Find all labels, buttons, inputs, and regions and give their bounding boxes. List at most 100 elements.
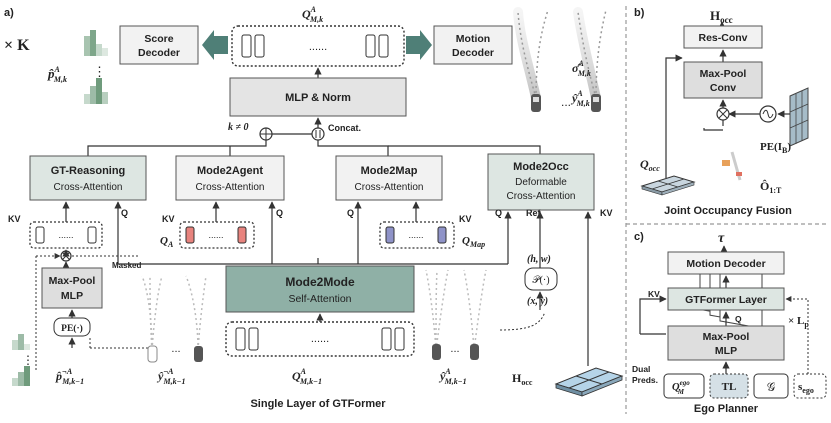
mode2mode-sub: Self-Attention — [288, 293, 351, 305]
motion-decoder-label-1: Motion — [456, 33, 490, 45]
agent-tokens-dots: ...... — [208, 230, 223, 240]
mode2occ-sub-2: Cross-Attention — [507, 191, 576, 202]
mode2map-title: Mode2Map — [361, 165, 418, 177]
motion-decoder-label-2: Decoder — [452, 47, 494, 59]
masked-score-histogram-top — [12, 334, 30, 350]
panel-b-caption: Joint Occupancy Fusion — [664, 205, 792, 217]
p-func-box — [524, 267, 558, 291]
max-pool-mlp-label-1: Max-Pool — [49, 275, 96, 287]
q-occ-grid — [640, 175, 696, 196]
occupancy-grid-a — [554, 367, 624, 397]
gt-kv-dots: ...... — [58, 230, 73, 240]
agent-q-label: Q — [276, 208, 283, 218]
pe-ib-label: PE(IB) — [760, 141, 791, 155]
vdots-score: ⋮ — [93, 64, 106, 79]
masked-label: Masked — [112, 261, 141, 270]
ego-motion-decoder-box — [667, 251, 785, 275]
q-m-ego-box — [663, 373, 705, 399]
motion-decoder-box — [433, 25, 513, 65]
res-conv-box — [683, 25, 763, 49]
mode2agent-title: Mode2Agent — [197, 165, 263, 177]
gtformer-layer-label: GTFormer Layer — [685, 294, 767, 306]
arrow-to-score-decoder — [202, 30, 228, 60]
mode2map-sub: Cross-Attention — [355, 182, 424, 193]
map-tokens-dots: ...... — [408, 230, 423, 240]
agent-tokens — [179, 221, 255, 249]
mode2mode-box — [225, 265, 415, 313]
max-pool-conv-box — [683, 61, 763, 99]
h-occ-label-b: Hocc — [710, 8, 733, 25]
occ-ref-label: Ref — [526, 208, 542, 218]
g-box — [753, 373, 789, 399]
ego-max-pool-mlp-box — [667, 325, 785, 361]
q-map-label: QMap — [462, 235, 485, 249]
mlp-norm-label: MLP & Norm — [285, 92, 351, 104]
gt-reasoning-title: GT-Reasoning — [51, 165, 126, 177]
max-pool-mlp-label-2: MLP — [61, 290, 83, 302]
previous-trajectories — [425, 269, 487, 360]
mode2agent-box — [175, 155, 285, 201]
p-func-label: 𝒫(·) — [532, 275, 549, 286]
ego-max-pool-mlp-label-1: Max-Pool — [703, 331, 750, 343]
times-lp-label: × Lp — [788, 315, 809, 329]
q-a-label: QA — [160, 235, 174, 249]
ego-max-pool-mlp-label-2: MLP — [715, 345, 737, 357]
traj-ellipsis-top: ... — [561, 95, 571, 109]
predicted-trajectories-top — [513, 7, 607, 112]
tau-label: τ — [718, 231, 725, 246]
masked-score-histogram-bottom — [12, 366, 30, 386]
ego-kv-label: KV — [648, 289, 660, 299]
score-decoder-box — [119, 25, 199, 65]
mlp-norm-box — [229, 77, 407, 117]
arrow-to-motion-decoder — [406, 30, 432, 60]
agent-kv-label: KV — [162, 214, 175, 224]
mode2mode-title: Mode2Mode — [285, 275, 355, 289]
max-pool-mlp-box — [41, 267, 103, 309]
bev-image-stack — [789, 87, 809, 147]
ego-q-label: Q — [735, 314, 742, 324]
map-kv-label: KV — [459, 214, 472, 224]
query-prev-dots: ...... — [311, 333, 329, 345]
concat-label: Concat. — [328, 123, 361, 133]
s-ego-box — [793, 373, 827, 399]
map-q-label: Q — [347, 208, 354, 218]
gt-kv-label: KV — [8, 214, 21, 224]
g-label: 𝒢 — [767, 380, 776, 394]
dual-preds-label-1: Dual — [632, 364, 650, 374]
masked-trajectories — [141, 275, 207, 363]
pe-label: PE(·) — [61, 323, 83, 334]
repeat-k-label: × K — [4, 37, 30, 54]
mode2occ-title: Mode2Occ — [513, 161, 569, 173]
traj-ellipsis-left: ... — [171, 343, 180, 355]
tl-box — [709, 373, 749, 399]
vdots-masked: ⋮ — [22, 353, 34, 367]
res-conv-label: Res-Conv — [698, 32, 747, 44]
score-decoder-label-1: Score — [144, 33, 173, 45]
max-pool-conv-label-1: Max-Pool — [700, 68, 747, 80]
mode2occ-sub-1: Deformable — [515, 177, 567, 188]
dual-preds-label-2: Preds. — [632, 375, 658, 385]
query-top-dots: ...... — [309, 41, 327, 53]
gtformer-layer-box — [667, 287, 785, 311]
max-pool-conv-label-2: Conv — [710, 82, 736, 94]
panel-a-caption: Single Layer of GTFormer — [250, 398, 386, 410]
k-neq-zero-label: k ≠ 0 — [228, 122, 249, 133]
gt-reasoning-box — [29, 155, 147, 201]
mode2agent-sub: Cross-Attention — [196, 182, 265, 193]
gt-reasoning-sub: Cross-Attention — [54, 182, 123, 193]
score-histogram-bottom — [84, 78, 108, 104]
mode2map-box — [335, 155, 443, 201]
map-tokens — [379, 221, 455, 249]
h-occ-label-a: Hocc — [512, 371, 533, 387]
xy-label: (x, y) — [527, 296, 548, 307]
hw-label: (h, w) — [527, 254, 551, 265]
occ-kv-label: KV — [600, 208, 613, 218]
